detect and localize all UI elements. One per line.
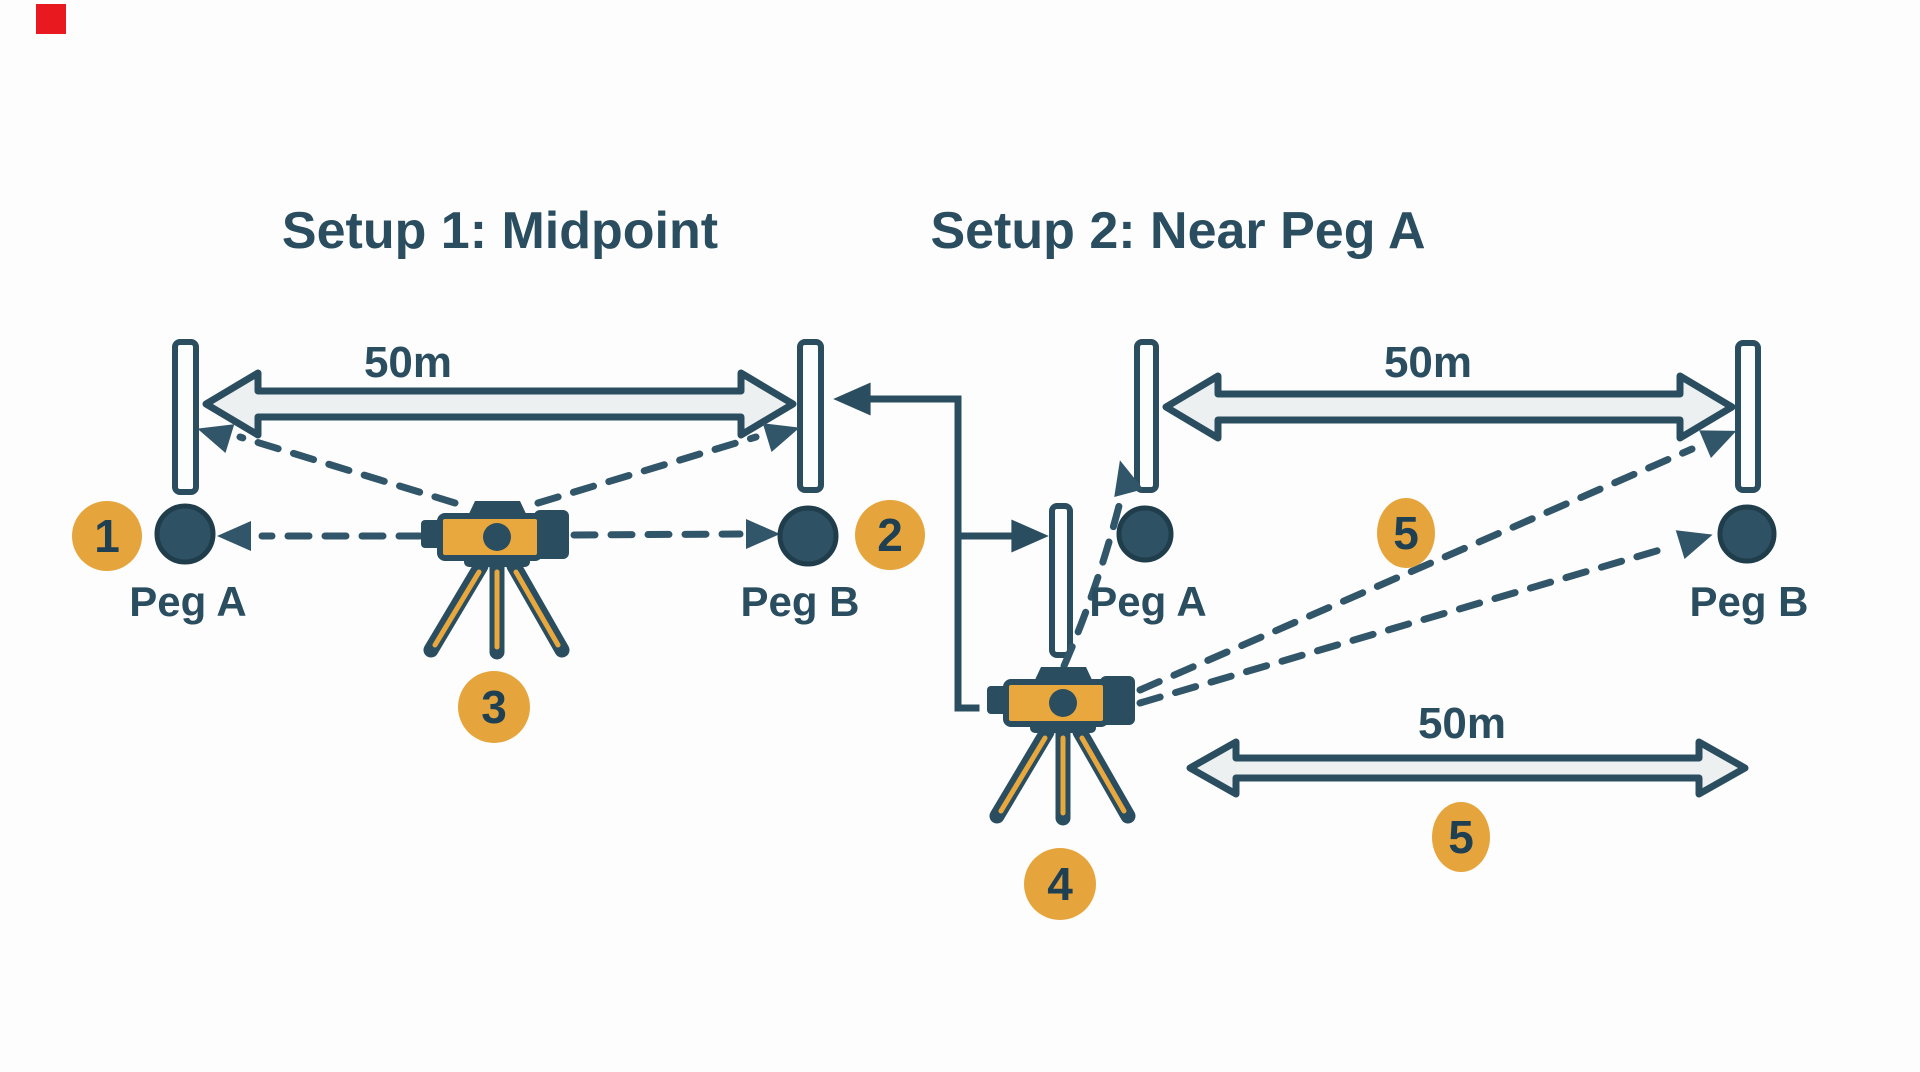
red-indicator-square [36, 4, 66, 34]
setup1-staff-b [797, 339, 824, 493]
setup1-sight-to-staff-b [534, 433, 760, 507]
setup1-sight-to-peg-b [570, 530, 744, 539]
setup2-staff-near [1049, 503, 1073, 658]
connector-arrowhead-right-icon [1011, 519, 1049, 553]
svg-text:5: 5 [1393, 507, 1419, 559]
foresight-lower-arrowhead-icon [1675, 520, 1718, 559]
svg-text:2: 2 [877, 509, 903, 561]
setup2-distance-arrow-bottom [1186, 738, 1749, 798]
setup2-badge-5-sight: 5 [1377, 498, 1435, 568]
setup1-badge-1: 1 [72, 501, 142, 571]
setup1-staff-a [172, 339, 199, 495]
sight-arrowhead-left-icon [217, 521, 251, 551]
svg-text:4: 4 [1047, 858, 1073, 910]
setup2-distance-label-top: 50m [1384, 338, 1472, 387]
setup2-level-instrument-icon [987, 667, 1135, 818]
setup2-badge-5-distance: 5 [1432, 802, 1490, 872]
setup1-badge-2: 2 [855, 500, 925, 570]
setup1-distance-label: 50m [364, 338, 452, 387]
connector-arrowhead-left-icon [833, 382, 871, 416]
setup1-peg-b [777, 505, 839, 567]
setup2-badge-4: 4 [1024, 848, 1096, 920]
setup2-foresight-to-staff-b [1136, 445, 1696, 694]
setup2-peg-b [1717, 504, 1777, 564]
setup2-foresight-to-peg-b [1136, 543, 1674, 707]
setup2-peg-a [1116, 505, 1174, 563]
setup1-sight-to-staff-a [236, 433, 459, 507]
setup2-backsight-to-staff-a [1060, 498, 1124, 670]
svg-text:1: 1 [94, 510, 120, 562]
setup2-staff-a [1134, 339, 1159, 493]
setup-transition-connector [870, 395, 980, 712]
svg-text:3: 3 [481, 681, 507, 733]
setup1-peg-b-label: Peg B [740, 578, 859, 625]
setup2-staff-b [1735, 340, 1761, 493]
setup1-level-instrument-icon [421, 501, 569, 652]
setup2-peg-b-label: Peg B [1689, 578, 1808, 625]
setup1-distance-arrow [202, 369, 797, 439]
setup2-title: Setup 2: Near Peg A [930, 202, 1425, 260]
sight-arrowhead-right-icon [746, 519, 780, 549]
setup1-badge-3: 3 [458, 671, 530, 743]
setup1-peg-a-label: Peg A [129, 578, 246, 625]
setup2-distance-label-bottom: 50m [1418, 699, 1506, 748]
setup2-peg-a-label: Peg A [1089, 578, 1206, 625]
setup1-title: Setup 1: Midpoint [282, 202, 718, 260]
setup1-peg-a [154, 503, 216, 565]
setup2-distance-arrow-top [1162, 372, 1736, 442]
svg-text:5: 5 [1448, 811, 1474, 863]
